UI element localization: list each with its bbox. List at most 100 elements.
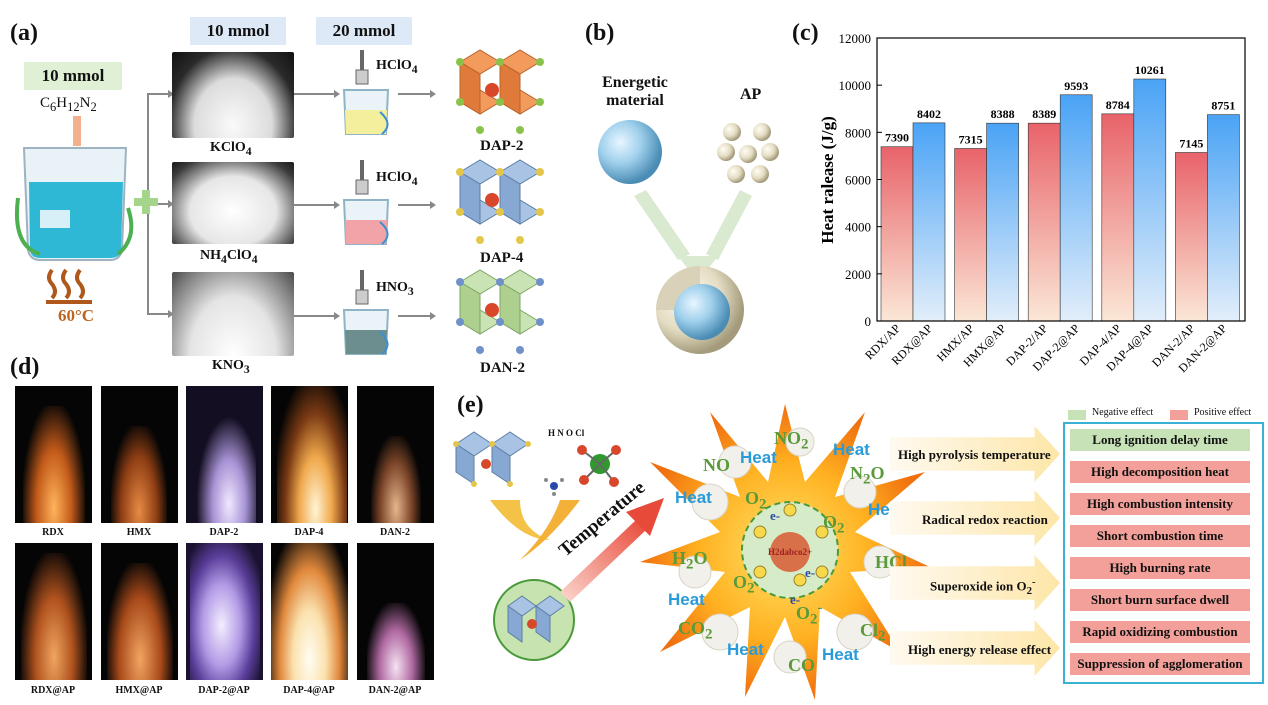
panel-label-a: (a) xyxy=(10,20,38,46)
bar-value-label: 7145 xyxy=(1179,136,1203,150)
y-tick-label: 10000 xyxy=(839,78,872,93)
bar-value-label: 8784 xyxy=(1106,98,1130,112)
acid-label-3: HNO3 xyxy=(376,280,414,298)
gas-o2-left: O2 xyxy=(733,572,755,597)
effect-4: Short combustion time xyxy=(1070,525,1250,547)
heat-label-5: Heat xyxy=(668,590,705,609)
effect-8: Suppression of agglomeration xyxy=(1070,653,1250,675)
chart-frame xyxy=(876,37,1246,322)
crystal-dap-2 xyxy=(456,49,544,134)
heat-label-7: Heat xyxy=(822,645,859,664)
gas-o2-right: O2 xyxy=(823,512,845,537)
gas-h2o: H2O xyxy=(672,548,708,573)
bar-value-label: 7390 xyxy=(885,131,909,145)
salt-label-kclo4: KClO4 xyxy=(210,140,252,158)
center-cation-label: H2dabco2+ xyxy=(768,547,813,557)
effect-5: High burning rate xyxy=(1070,557,1250,579)
legend-swatch-negative xyxy=(1068,410,1086,420)
mechanism-left-diagram xyxy=(453,431,664,661)
flame-photo-dap-4 xyxy=(271,386,348,523)
acid-label-1: HClO4 xyxy=(376,58,418,76)
flame-photo-dap-4-ap xyxy=(271,543,348,680)
flame-photo-dan-2 xyxy=(357,386,434,523)
panel-label-e: (e) xyxy=(457,392,484,418)
bar-value-label: 8388 xyxy=(991,107,1015,121)
small-beaker-2 xyxy=(342,160,390,245)
heat-label-6: Heat xyxy=(727,640,764,659)
beaker-illustration xyxy=(15,116,134,304)
flame-label-rdx-ap: RDX@AP xyxy=(30,685,76,696)
panel-label-c: (c) xyxy=(792,20,819,46)
temperature-label: 60°C xyxy=(58,306,95,325)
small-beaker-3 xyxy=(342,270,390,355)
effect-7: Rapid oxidizing combustion xyxy=(1070,621,1250,643)
flame-label-dan-2-ap: DAN-2@AP xyxy=(368,685,422,696)
small-beaker-1 xyxy=(342,50,390,135)
y-tick-label: 6000 xyxy=(845,173,871,188)
branch-arrows xyxy=(134,90,174,318)
product-label-dap-4: DAP-4 xyxy=(480,250,524,266)
flame-photo-rdx-ap xyxy=(15,543,92,680)
gas-o2-bottom: O2- xyxy=(796,600,823,628)
crystal-dap-4 xyxy=(456,159,544,244)
header-10mmol: 10 mmol xyxy=(190,17,286,45)
atom-legend: H N O Cl xyxy=(548,428,585,438)
chart-bar xyxy=(880,146,914,322)
effect-6: Short burn surface dwell xyxy=(1070,589,1250,611)
gas-co2: CO2 xyxy=(678,618,713,643)
ap-label: AP xyxy=(740,86,762,103)
chart-bar xyxy=(912,122,946,322)
combustion-burst xyxy=(640,404,930,700)
chart-bar xyxy=(954,148,987,322)
flame-photo-rdx xyxy=(15,386,92,523)
mechanism-label-2: Radical redox reaction xyxy=(922,512,1048,527)
gas-co: CO xyxy=(788,655,815,675)
flame-label-dan-2: DAN-2 xyxy=(380,527,410,538)
bar-value-label: 8751 xyxy=(1211,99,1235,113)
bar-value-label: 10261 xyxy=(1135,63,1165,77)
powder-photo-nh4clo4 xyxy=(172,162,294,244)
chart-bar xyxy=(1027,122,1061,322)
effects-box xyxy=(1063,422,1264,684)
flame-label-dap-2-ap: DAP-2@AP xyxy=(198,685,250,696)
chart-bar xyxy=(1207,114,1240,322)
gas-cl2: Cl2 xyxy=(860,620,886,645)
flame-photo-dap-2 xyxy=(186,386,263,523)
gas-no2: NO2 xyxy=(774,428,809,453)
mechanism-label-3: Superoxide ion O2- xyxy=(930,576,1036,597)
effect-2: High decomposition heat xyxy=(1070,461,1250,483)
legend-positive-label: Positive effect xyxy=(1194,407,1252,418)
chart-bar xyxy=(986,122,1019,322)
chart-ylabel: Heat ralease (J/g) xyxy=(818,116,837,243)
flame-label-dap-4: DAP-4 xyxy=(294,527,324,538)
formula-dabco: C6H12N2 xyxy=(40,95,97,114)
flame-label-hmx: HMX xyxy=(126,527,152,538)
flame-label-hmx-ap: HMX@AP xyxy=(115,685,163,696)
heat-label-3: Heat xyxy=(675,488,712,507)
heat-label-2: Heat xyxy=(740,448,777,467)
mechanism-label-1: High pyrolysis temperature xyxy=(898,447,1051,462)
crystal-dan-2 xyxy=(456,269,544,354)
flame-label-dap-2: DAP-2 xyxy=(209,527,239,538)
bar-value-label: 9593 xyxy=(1064,79,1088,93)
gas-n2o: N2O xyxy=(850,463,885,488)
label-10mmol-left: 10 mmol xyxy=(24,62,122,90)
process-arrows xyxy=(294,90,436,320)
flame-photo-hmx-ap xyxy=(101,543,178,680)
gas-o2-top: O2 xyxy=(745,488,767,513)
mechanism-label-4: High energy release effect xyxy=(908,642,1052,657)
energetic-material-label: Energetic material xyxy=(602,74,668,109)
bar-value-label: 7315 xyxy=(959,132,983,146)
panel-label-d: (d) xyxy=(10,354,40,380)
legend-swatch-positive xyxy=(1170,410,1188,420)
flame-label-rdx: RDX xyxy=(42,527,64,538)
gas-no: NO xyxy=(703,455,730,475)
effect-1: Long ignition delay time xyxy=(1070,429,1250,451)
flame-photo-dap-2-ap xyxy=(186,543,263,680)
chart-bar xyxy=(1101,113,1135,322)
acid-label-2: HClO4 xyxy=(376,170,418,188)
legend-negative-label: Negative effect xyxy=(1092,407,1154,418)
bar-value-label: 8402 xyxy=(917,107,941,121)
powder-photo-kno3 xyxy=(172,272,294,356)
